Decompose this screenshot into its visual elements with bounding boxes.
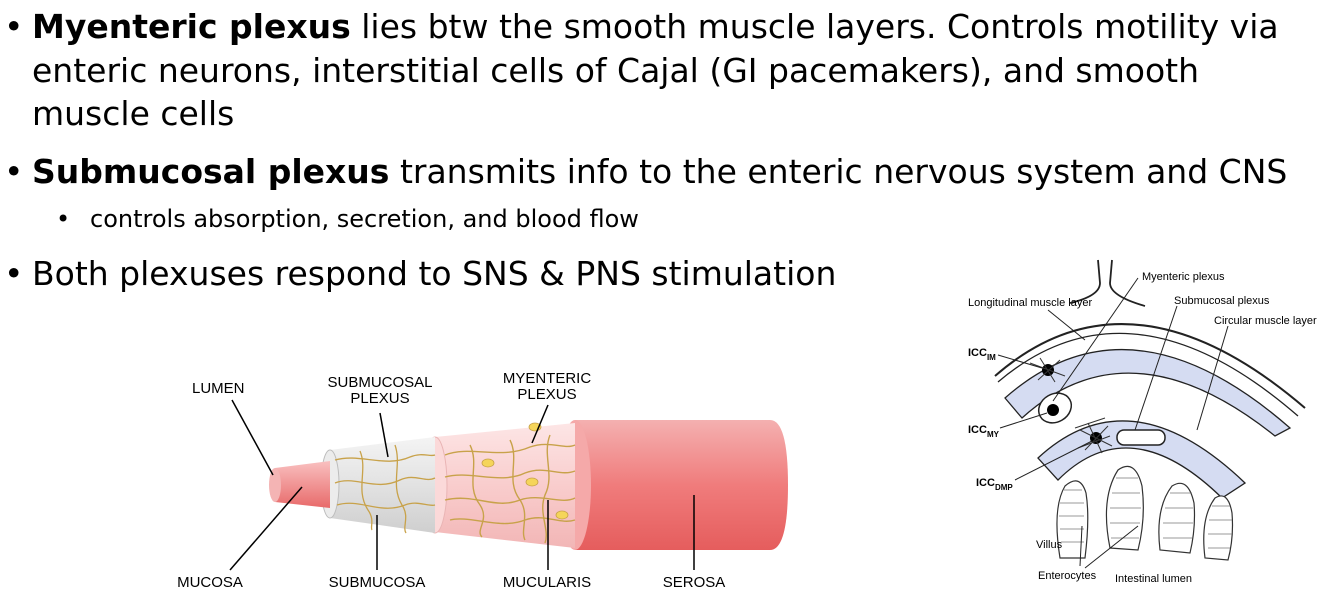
label-muscularis: MUCULARIS [503,574,591,591]
bullet-dot: • [4,152,24,191]
label-mucosa: MUCOSA [177,574,243,591]
longitudinal-muscle-band [1004,349,1292,437]
bullet-2-term: Submucosal plexus [32,152,390,191]
label-lumen: LUMEN [192,380,245,397]
bullet-dot: • [4,7,24,46]
label-longitudinal-muscle: Longitudinal muscle layer [968,297,1092,309]
label-circular-muscle: Circular muscle layer [1214,315,1317,327]
muscularis-layer [422,422,576,548]
submucosal-ganglion [1116,429,1166,446]
label-myenteric-plexus: Myenteric plexus [1142,271,1225,283]
submucosa-layer [320,437,436,534]
label-submucosal-plexus: Submucosal plexus [1174,295,1270,307]
label-myenteric: MYENTERIC [503,370,592,387]
nerve-trunk [1069,259,1146,307]
label-submucosa: SUBMUCOSA [329,574,426,591]
sub-bullet-text: controls absorption, secretion, and bloo… [90,205,639,233]
intestine-layers-figure: LUMEN SUBMUCOSAL PLEXUS MYENTERIC PLEXUS… [177,370,788,591]
bullet-3-text: Both plexuses respond to SNS & PNS stimu… [32,254,837,293]
bullet-1-text: lies btw the smooth muscle layers. Contr… [350,7,1279,46]
label-submucosal-plexus: PLEXUS [350,390,409,407]
mucosa-layer [269,461,330,508]
label-villus: Villus [1036,539,1063,551]
bullet-dot: • [4,254,24,293]
label-icc-im: ICCIM [968,347,996,362]
sub-bullet-dot: • [56,205,71,233]
label-serosa: SEROSA [663,574,726,591]
label-enterocytes: Enterocytes [1038,570,1097,582]
label-submucosal: SUBMUCOSAL [327,374,432,391]
serosa-layer [559,420,788,550]
bullet-2-text: transmits info to the enteric nervous sy… [389,152,1288,191]
label-icc-my: ICCMY [968,424,1000,439]
bullet-1-term: Myenteric plexus [32,7,351,46]
label-myenteric-plexus: PLEXUS [517,386,576,403]
label-intestinal-lumen: Intestinal lumen [1115,573,1192,585]
icc-schematic-figure: Myenteric plexus Longitudinal muscle lay… [968,259,1317,585]
label-icc-dmp: ICCDMP [976,477,1013,492]
